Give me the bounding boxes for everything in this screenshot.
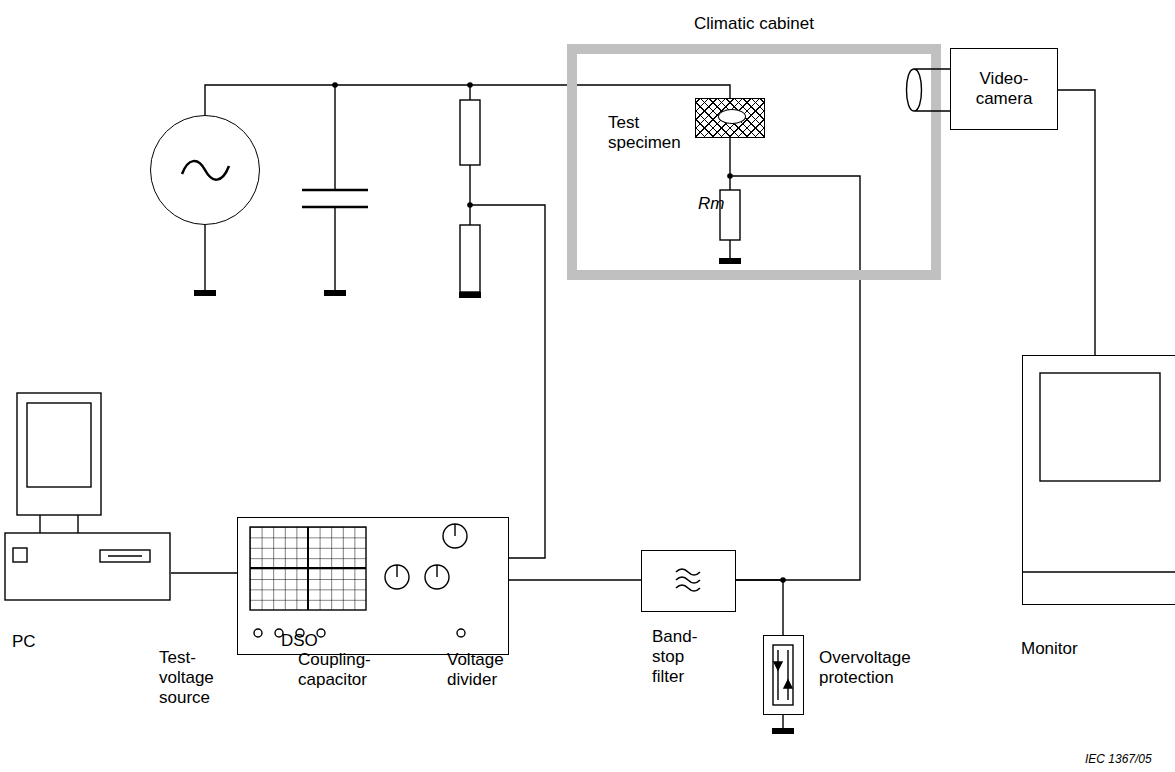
computer-drawing [5,393,170,600]
part-label: Voltage divider [447,650,525,690]
node-label: Test-voltage source [159,648,235,708]
computer-drawing [5,533,170,600]
oscilloscope-drawing [254,629,262,637]
node-label: Video-camera [961,69,1047,109]
wire [782,715,783,728]
surge-arrester-symbol [784,680,792,688]
specimen-defect [718,109,746,124]
wire-connector [171,572,237,573]
part-label: IEC 1367/05 [1085,752,1169,766]
surge-arrester-symbol [778,650,788,700]
filter-symbol [676,569,700,575]
computer-drawing [108,555,142,556]
source-tilde [182,161,229,180]
monitor-drawing [1040,373,1160,481]
filter-symbol [676,577,700,583]
junction-dot [332,82,786,583]
oscilloscope-drawing [457,629,465,637]
ground-symbol [324,290,346,296]
wire-connector [736,580,783,635]
computer-drawing [100,550,150,562]
source-tilde [182,161,229,180]
wire-connector [1058,90,1095,355]
ground-symbol [194,258,794,734]
pc: PC [5,393,171,600]
monitor-drawing [1022,571,1175,572]
wire-connector [730,138,860,580]
wire-connector [509,579,641,580]
part-label: Rm [698,194,728,214]
wire [470,85,545,558]
node-label: Overvoltage protection [819,648,937,688]
oscilloscope-drawing [250,527,366,610]
node-label: PC [12,632,72,652]
part-label: Coupling-capacitor [298,650,390,690]
resistor-symbol [460,225,480,292]
ground-symbol [719,258,741,264]
overvoltage-protection: Overvoltage protection [763,635,804,715]
junction-dot [467,202,473,208]
surge-arrester-symbol [773,645,793,705]
capacitor-symbol [302,190,368,207]
capacitor-symbol [302,190,368,207]
surge-arrester-symbol [773,645,793,705]
node-label: Climatic cabinet [577,14,931,34]
band-stop-filter: Band-stop filter [641,550,736,612]
node-label: Test specimen [608,113,690,153]
camera-lens [902,67,952,113]
resistor-symbol [460,100,480,165]
surge-arrester-symbol [774,662,782,670]
wire [205,85,783,728]
test-specimen: Test specimen [695,98,765,138]
computer-drawing [40,515,78,533]
wire [334,85,335,290]
climatic-cabinet: Climatic cabinetTest specimen [567,44,941,280]
oscilloscope-drawing [250,527,366,610]
ground-symbol [772,728,794,734]
oscilloscope-drawing [317,629,325,637]
filter-symbol [676,569,700,591]
filter-symbol [676,585,700,591]
computer-drawing [27,403,91,487]
oscilloscope-drawing [397,524,455,577]
video-camera: Video-camera [950,48,1058,130]
node-label: Band-stop filter [652,627,712,687]
ground-symbol [194,290,216,296]
wire-connector [205,85,730,115]
monitor-drawing [1022,373,1175,572]
node-label: DSO [281,631,341,651]
oscilloscope: DSO [237,517,509,655]
node-label: Monitor [1021,639,1121,659]
camera-lens [907,69,952,111]
monitor: Monitor [1022,355,1175,605]
wire [204,225,205,290]
oscilloscope-drawing [250,524,467,637]
test-voltage-source: Test-voltage source [150,115,260,225]
computer-drawing [13,548,27,562]
ground-symbol [459,292,481,298]
computer-drawing [17,393,101,515]
